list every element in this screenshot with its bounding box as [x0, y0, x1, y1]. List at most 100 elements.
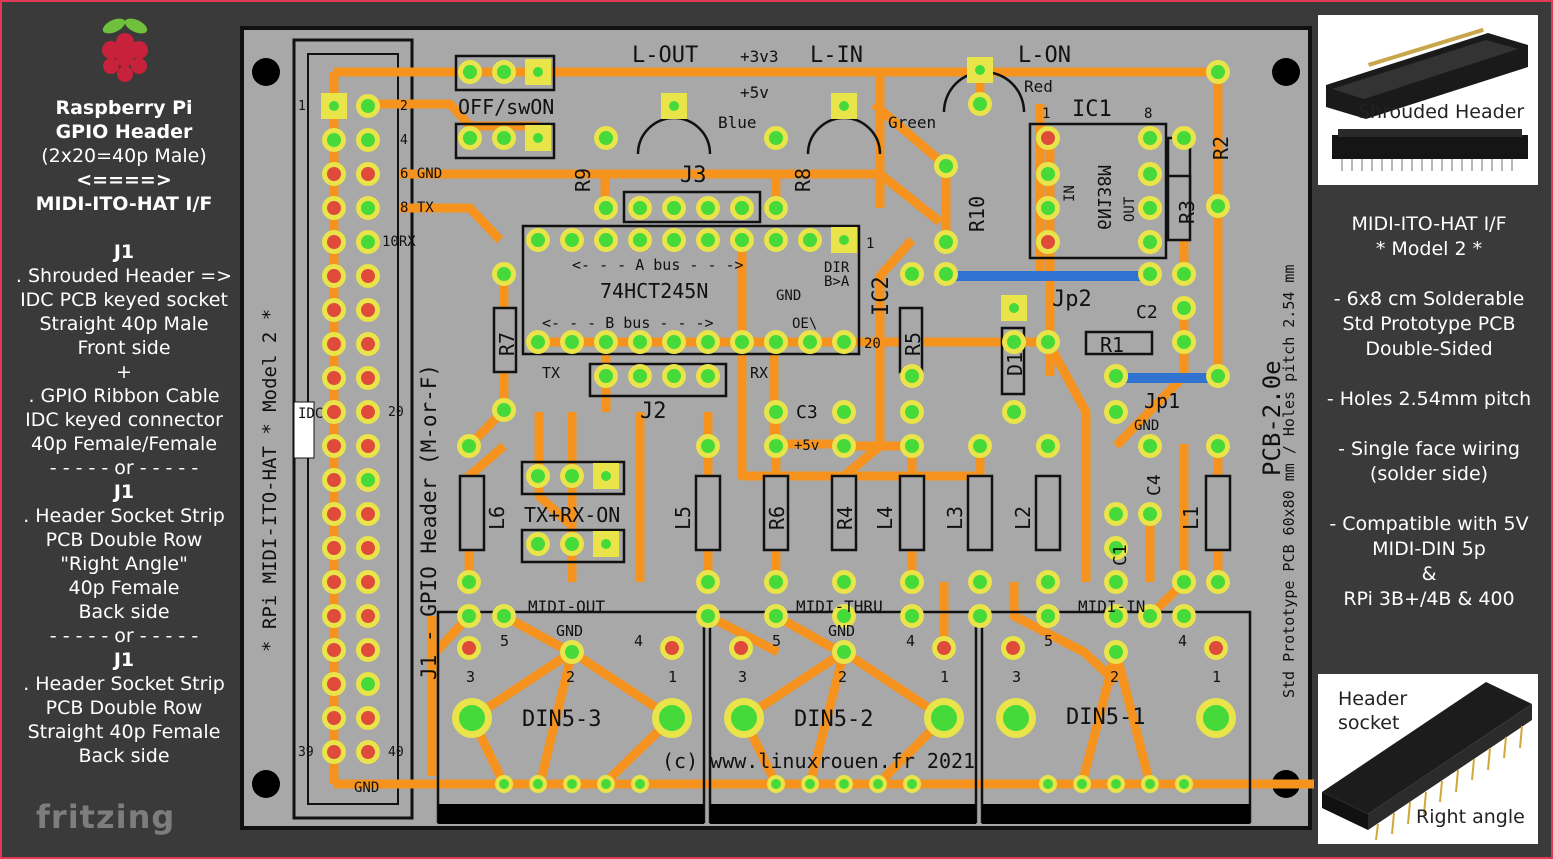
label-din3-p1: 1 — [668, 668, 677, 686]
pad-center — [497, 403, 511, 417]
pad-center — [1203, 705, 1229, 731]
pad-center — [1177, 131, 1191, 145]
pad-center — [531, 233, 545, 247]
label-hdr-gnd: GND — [354, 780, 379, 796]
pad-center — [1109, 369, 1123, 383]
pad-center — [873, 779, 883, 789]
pad-center — [1145, 779, 1155, 789]
label-ic1-pin8: 8 — [1144, 106, 1152, 122]
pad-center — [361, 473, 375, 487]
pad-center — [1109, 541, 1123, 555]
label-din3-p2: 2 — [566, 668, 575, 686]
pad-center — [567, 779, 577, 789]
pad-center — [803, 335, 817, 349]
separator: - - - - - or - - - - - — [49, 457, 199, 479]
label-lout: L-OUT — [632, 43, 698, 68]
pad-center — [1041, 439, 1055, 453]
pad-center — [769, 201, 783, 215]
label-r8: R8 — [791, 168, 815, 192]
label-l1: L1 — [1179, 506, 1203, 530]
pad-center — [1211, 65, 1225, 79]
left-panel: Raspberry Pi GPIO Header (2x20=40p Male)… — [4, 96, 244, 768]
label-midiout: MIDI-OUT — [528, 597, 605, 616]
label-5v: +5v — [740, 83, 769, 102]
shrouded-header-photo: Shrouded Header — [1318, 15, 1538, 185]
pad-center — [361, 643, 375, 657]
label-din2-p5: 5 — [772, 632, 781, 650]
pad-center — [837, 439, 851, 453]
pad-center — [839, 235, 849, 245]
pad-center — [1109, 575, 1123, 589]
pad-center — [327, 337, 341, 351]
spec-line: - Holes 2.54mm pitch — [1326, 388, 1532, 410]
label-ic2-part: 74HCT245N — [600, 279, 708, 303]
pad-center — [599, 369, 613, 383]
pad-center — [769, 405, 783, 419]
pad-center — [327, 439, 341, 453]
pad-center — [667, 201, 681, 215]
label-r7: R7 — [495, 332, 519, 356]
pad-center — [1006, 641, 1020, 655]
pad-center — [769, 439, 783, 453]
photo-label: Right angle — [1416, 806, 1525, 828]
pad-center — [635, 779, 645, 789]
title-line: GPIO Header — [55, 121, 193, 143]
pad-center — [1041, 575, 1055, 589]
label-ic1-in: IN — [1062, 185, 1078, 202]
header-socket-photo: Header socket Right angle — [1318, 674, 1538, 844]
pad-center — [361, 269, 375, 283]
label-ic2-pin20: 20 — [864, 336, 881, 352]
pad-center — [327, 745, 341, 759]
label-din3-p5: 5 — [500, 632, 509, 650]
pad-center — [1209, 641, 1223, 655]
label-l3: L3 — [943, 506, 967, 530]
shrouded-header-illustration — [1326, 27, 1528, 171]
pad-center — [731, 705, 757, 731]
pad-center — [905, 405, 919, 419]
pad-center — [1143, 609, 1157, 623]
pad-center — [1211, 199, 1225, 213]
pad-center — [839, 779, 849, 789]
pad-center — [1177, 267, 1191, 281]
pad-center — [931, 705, 957, 731]
pad-center — [701, 233, 715, 247]
label-ba: B>A — [824, 274, 850, 290]
pad-center — [361, 133, 375, 147]
pad-center — [839, 101, 849, 111]
pad-center — [601, 471, 611, 481]
pad-center — [973, 609, 987, 623]
section-head: J1 — [113, 481, 135, 503]
label-l6: L6 — [485, 506, 509, 530]
pad-center — [734, 641, 748, 655]
photo-label: Header — [1338, 688, 1408, 710]
section-head: J1 — [113, 241, 135, 263]
label-ic2-pin1: 1 — [866, 236, 874, 252]
pad-center — [565, 233, 579, 247]
pad-center — [769, 335, 783, 349]
pad-center — [361, 201, 375, 215]
pad-center — [463, 131, 477, 145]
section-line: . Shrouded Header => — [15, 265, 233, 287]
pad-center — [701, 609, 715, 623]
pad-center — [769, 575, 783, 589]
pad-center — [1179, 779, 1189, 789]
label-hdr-8tx: 8 TX — [400, 200, 434, 216]
pad-center — [327, 201, 341, 215]
section-line: PCB Double Row — [45, 697, 203, 719]
pad-center — [565, 335, 579, 349]
pad-center — [462, 575, 476, 589]
pad-center — [837, 575, 851, 589]
label-c2: C2 — [1136, 302, 1158, 323]
pad-center — [837, 405, 851, 419]
pad-center — [939, 235, 953, 249]
spec-line: Std Prototype PCB — [1342, 313, 1516, 335]
pad-center — [1143, 507, 1157, 521]
label-jp1: Jp1 — [1144, 389, 1180, 413]
pad-center — [361, 575, 375, 589]
label-hdr-20: 20 — [388, 405, 404, 420]
pad-center — [701, 201, 715, 215]
pad-center — [327, 303, 341, 317]
pad-center — [669, 101, 679, 111]
pad-center — [327, 541, 341, 555]
